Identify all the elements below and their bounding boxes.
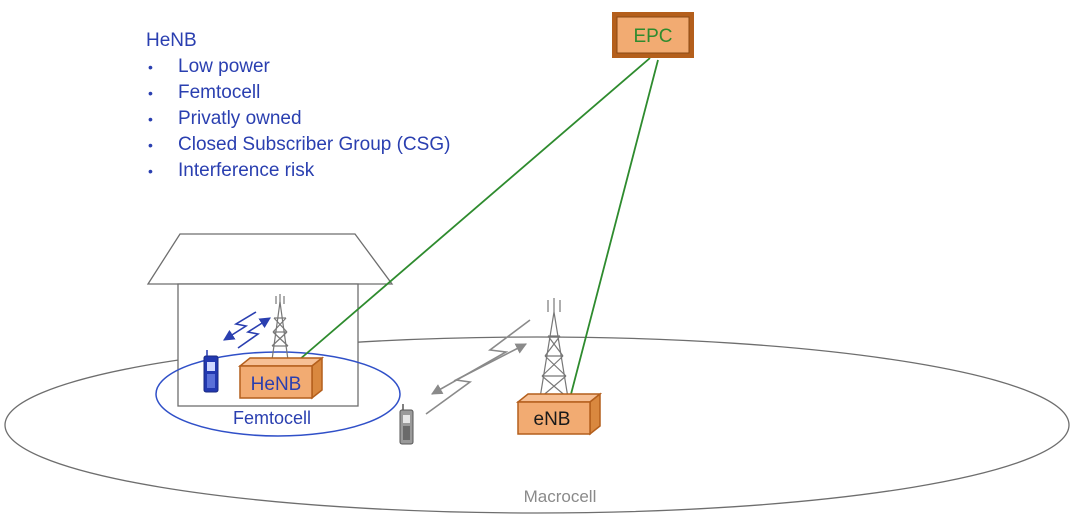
list-item: Closed Subscriber Group (CSG) [146, 132, 450, 158]
list-item: Low power [146, 54, 450, 80]
henb-feature-items: Low power Femtocell Privatly owned Close… [146, 54, 450, 184]
epc-label: EPC [633, 26, 672, 47]
lightning-link-icon [425, 319, 531, 415]
list-item: Privatly owned [146, 106, 450, 132]
backhaul-line-henb-epc [284, 57, 651, 373]
femtocell-label: Femtocell [233, 408, 311, 428]
henb-node: HeNB [237, 356, 325, 400]
henb-feature-title: HeNB [146, 30, 197, 51]
list-item: Femtocell [146, 80, 450, 106]
macrocell-label: Macrocell [524, 487, 597, 506]
list-item: Interference risk [146, 158, 450, 184]
backhaul-line-enb-epc [569, 59, 659, 399]
enb-node: eNB [515, 392, 603, 436]
enb-label: eNB [534, 409, 571, 430]
henb-label: HeNB [251, 374, 302, 395]
antenna-tower-icon [271, 294, 289, 361]
mobile-phone-icon [203, 350, 219, 393]
antenna-tower-icon [539, 298, 569, 399]
femtocell-ring [155, 351, 401, 437]
henb-feature-list: HeNB Low power Femtocell Privatly owned … [146, 28, 450, 184]
macrocell-ellipse [4, 336, 1070, 514]
epc-node: EPC [612, 12, 694, 58]
mobile-phone-icon [399, 404, 414, 445]
lightning-link-icon [223, 311, 271, 349]
house-roof [146, 233, 394, 285]
